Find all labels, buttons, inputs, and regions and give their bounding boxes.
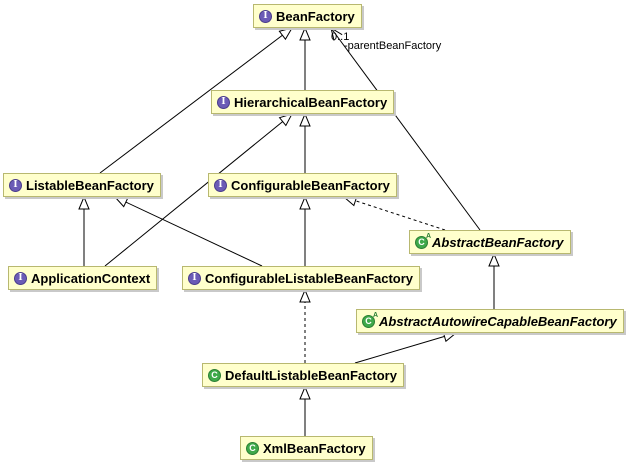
edge-abstract-implements-configurable: [344, 197, 446, 231]
interface-icon: I: [217, 95, 230, 109]
node-label: ApplicationContext: [31, 270, 151, 286]
interface-icon: I: [9, 178, 22, 192]
node-bean-factory[interactable]: I BeanFactory: [253, 4, 362, 28]
edge-listable-to-beanfactory: [99, 28, 292, 174]
node-label: ConfigurableListableBeanFactory: [205, 270, 414, 286]
abstract-marker: A: [372, 311, 378, 319]
node-label: ConfigurableBeanFactory: [231, 177, 390, 193]
node-hierarchical-bean-factory[interactable]: I HierarchicalBeanFactory: [211, 90, 395, 114]
node-label: ListableBeanFactory: [26, 177, 154, 193]
interface-icon: I: [14, 271, 27, 285]
node-label: BeanFactory: [276, 8, 355, 24]
node-application-context[interactable]: I ApplicationContext: [8, 266, 158, 290]
badge-letter: C: [365, 315, 372, 326]
node-label: DefaultListableBeanFactory: [225, 367, 397, 383]
association-role: -parentBeanFactory: [344, 40, 442, 52]
class-icon: C: [208, 368, 221, 382]
edge-default-to-autowire: [354, 333, 456, 364]
interface-icon: I: [188, 271, 201, 285]
edge-configlistable-to-listable: [115, 197, 263, 267]
node-configurable-listable-bean-factory[interactable]: I ConfigurableListableBeanFactory: [182, 266, 421, 290]
node-label: XmlBeanFactory: [263, 440, 366, 456]
interface-icon: I: [259, 9, 272, 23]
node-configurable-bean-factory[interactable]: I ConfigurableBeanFactory: [208, 173, 397, 197]
abstract-marker: A: [425, 232, 431, 240]
association-multiplicity: 0..1: [331, 31, 350, 43]
node-listable-bean-factory[interactable]: I ListableBeanFactory: [3, 173, 161, 197]
node-label: HierarchicalBeanFactory: [234, 94, 388, 110]
interface-icon: I: [214, 178, 227, 192]
node-default-listable-bean-factory[interactable]: C DefaultListableBeanFactory: [202, 363, 404, 387]
node-label: AbstractBeanFactory: [432, 234, 564, 250]
badge-letter: C: [418, 236, 425, 247]
node-xml-bean-factory[interactable]: C XmlBeanFactory: [240, 436, 373, 460]
class-icon: C: [246, 441, 259, 455]
node-label: AbstractAutowireCapableBeanFactory: [379, 313, 617, 329]
edge-appcontext-to-hierarchical: [104, 114, 292, 267]
edge-abstract-association-beanfactory: [331, 28, 481, 231]
